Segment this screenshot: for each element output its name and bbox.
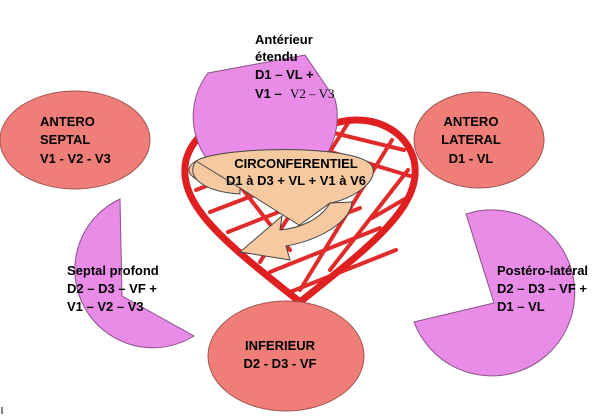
label-antero-lateral-line3: D1 - VL	[449, 151, 494, 166]
label-antero-septal-line3: V1 - V2 - V3	[40, 151, 111, 166]
label-circonferentiel-line1: CIRCONFERENTIEL	[234, 156, 358, 171]
label-anterieur-line3: D1 – VL +	[255, 67, 314, 82]
label-antero-septal-line1: ANTERO	[40, 114, 95, 129]
label-inferieur-line1: INFERIEUR	[245, 338, 316, 353]
region-antero-septal-shape	[0, 90, 151, 190]
label-antero-septal-line2: SEPTAL	[40, 132, 90, 147]
region-inferieur-shape	[207, 300, 365, 412]
label-septal-profond-line3: V1 – V2 – V3	[67, 299, 144, 314]
label-circonferentiel-line2: D1 à D3 + VL + V1 à V6	[226, 173, 366, 188]
label-septal-profond-line2: D2 – D3 – VF +	[67, 281, 157, 296]
circular-arrow-icon	[188, 149, 374, 261]
label-postero-lateral-line3: D1 – VL	[497, 299, 545, 314]
region-septal-profond-shape	[74, 198, 195, 349]
label-anterieur-line4a: V1 –	[255, 86, 282, 101]
label-anterieur-line4b: V2 – V3	[290, 86, 335, 101]
region-postero-lateral-shape	[413, 209, 576, 377]
label-inferieur-line2: D2 - D3 - VF	[244, 356, 317, 371]
label-antero-lateral-line2: LATERAL	[441, 132, 501, 147]
label-septal-profond-line1: Septal profond	[67, 263, 159, 278]
label-anterieur-line2: étendu	[255, 49, 298, 64]
label-postero-lateral-line2: D2 – D3 – VF +	[497, 281, 587, 296]
region-antero-lateral-shape	[413, 91, 545, 189]
label-anterieur-line1: Antérieur	[255, 32, 313, 47]
label-antero-lateral-line1: ANTERO	[444, 114, 499, 129]
label-postero-lateral-line1: Postéro-latéral	[497, 263, 588, 278]
